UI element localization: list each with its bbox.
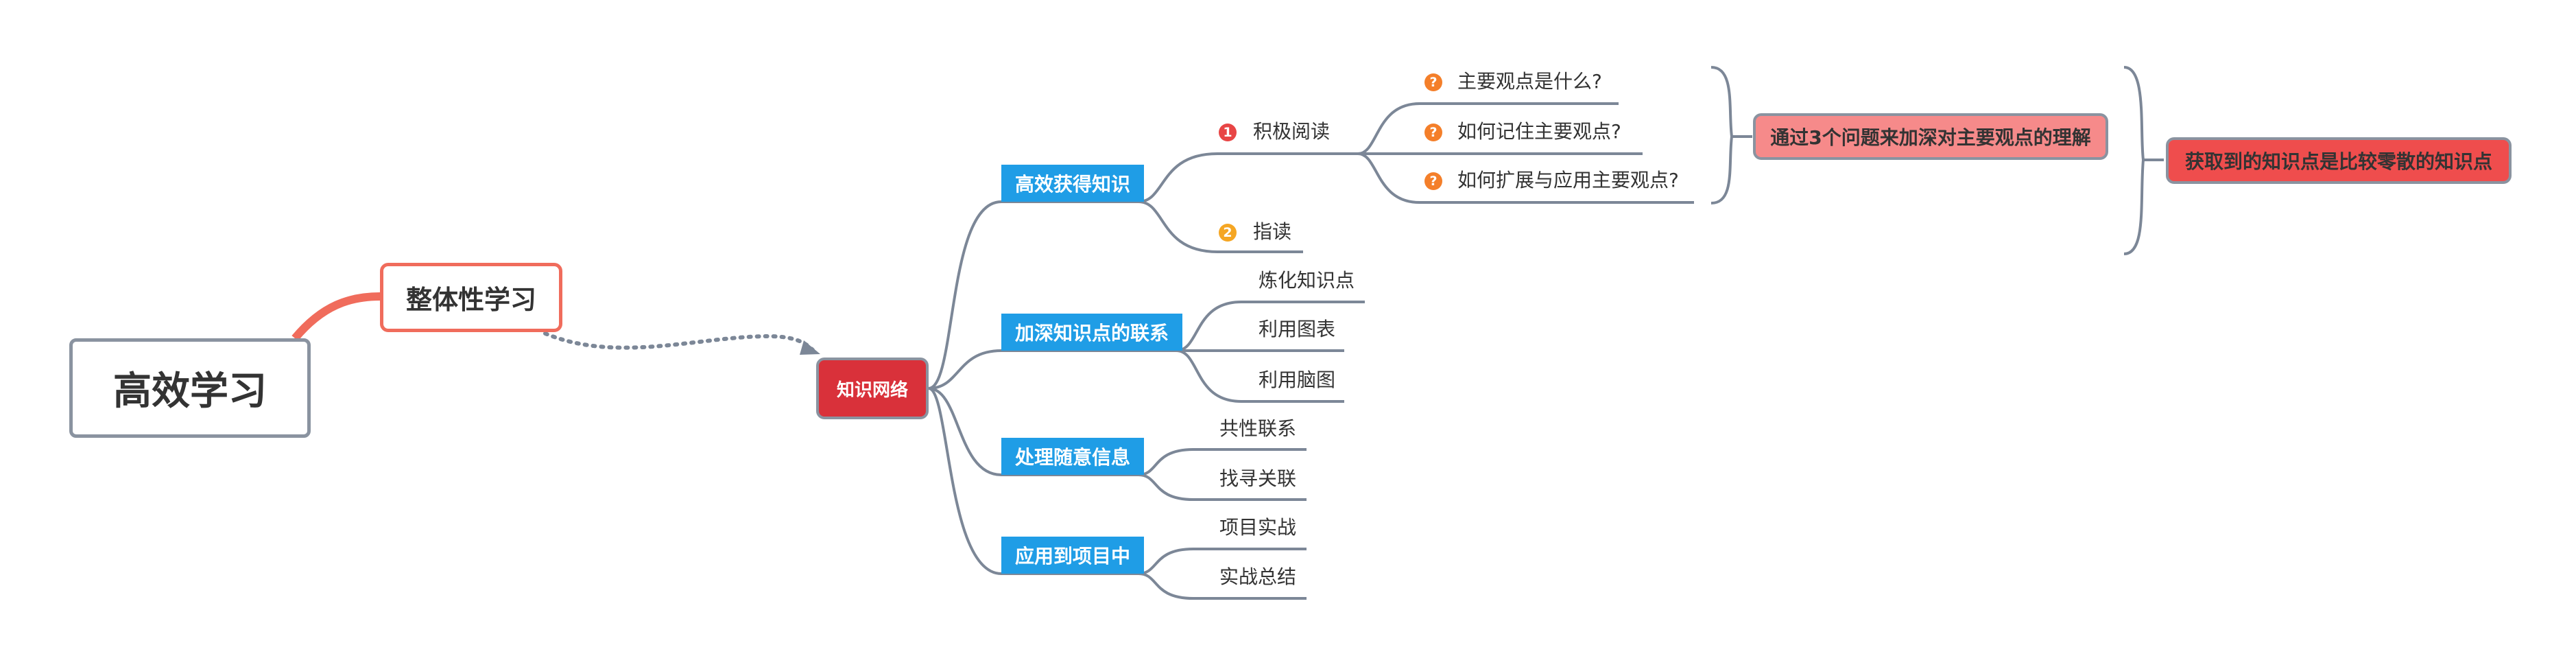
edge-root-holistic [291, 292, 381, 341]
topic-find-associations[interactable]: 找寻关联 [1219, 467, 1297, 490]
relationship-dotted [543, 331, 815, 352]
branch-deepen-connections[interactable]: 加深知识点的联系 [1001, 314, 1183, 351]
summary-brace-2 [2123, 66, 2164, 255]
priority-2-icon: 2 [1219, 224, 1237, 242]
topic-use-mindmap[interactable]: 利用脑图 [1259, 368, 1336, 391]
edge-net-b1 [928, 200, 1002, 390]
edge-b2-c3 [1176, 349, 1242, 403]
topic-holistic-learning[interactable]: 整体性学习 [380, 263, 562, 332]
question-1-icon: ? [1424, 73, 1442, 91]
question-remember[interactable]: 如何记住主要观点? [1457, 120, 1621, 143]
topic-knowledge-network[interactable]: 知识网络 [816, 358, 929, 419]
topic-point-reading[interactable]: 指读 [1253, 220, 1292, 243]
branch-efficient-acquire[interactable]: 高效获得知识 [1001, 165, 1145, 202]
question-2-icon: ? [1424, 124, 1442, 141]
topic-refine-knowledge[interactable]: 炼化知识点 [1259, 269, 1355, 292]
root-topic[interactable]: 高效学习 [69, 338, 311, 438]
topic-common-links[interactable]: 共性联系 [1219, 417, 1297, 440]
edge-net-b2 [928, 349, 1002, 390]
edge-b1-read [1138, 152, 1218, 203]
edge-b3-c2 [1138, 473, 1194, 501]
edge-q3 [1357, 152, 1420, 204]
edge-b2-c1 [1176, 301, 1242, 352]
summary-scattered-knowledge[interactable]: 获取到的知识点是比较零散的知识点 [2166, 137, 2512, 184]
edge-b3-c1 [1138, 448, 1194, 476]
question-main-point[interactable]: 主要观点是什么? [1457, 70, 1602, 93]
edge-net-b3 [928, 387, 1002, 476]
topic-active-reading[interactable]: 积极阅读 [1253, 120, 1331, 143]
edge-b4-c1 [1138, 548, 1194, 575]
priority-1-icon: 1 [1219, 124, 1237, 141]
topic-project-practice[interactable]: 项目实战 [1219, 516, 1297, 539]
summary-three-questions[interactable]: 通过3个问题来加深对主要观点的理解 [1753, 113, 2108, 160]
question-extend-apply[interactable]: 如何扩展与应用主要观点? [1457, 169, 1679, 191]
branch-handle-random-info[interactable]: 处理随意信息 [1001, 438, 1145, 475]
edge-b1-point [1138, 200, 1218, 253]
edge-net-b4 [928, 387, 1002, 575]
topic-practice-summary[interactable]: 实战总结 [1219, 565, 1297, 588]
branch-apply-to-project[interactable]: 应用到项目中 [1001, 537, 1145, 574]
edge-b4-c2 [1138, 572, 1194, 600]
topic-use-charts[interactable]: 利用图表 [1259, 318, 1336, 340]
summary-brace-1 [1710, 66, 1752, 204]
question-3-icon: ? [1424, 172, 1442, 190]
relationship-arrowhead [800, 340, 820, 355]
edge-q1 [1357, 102, 1420, 155]
